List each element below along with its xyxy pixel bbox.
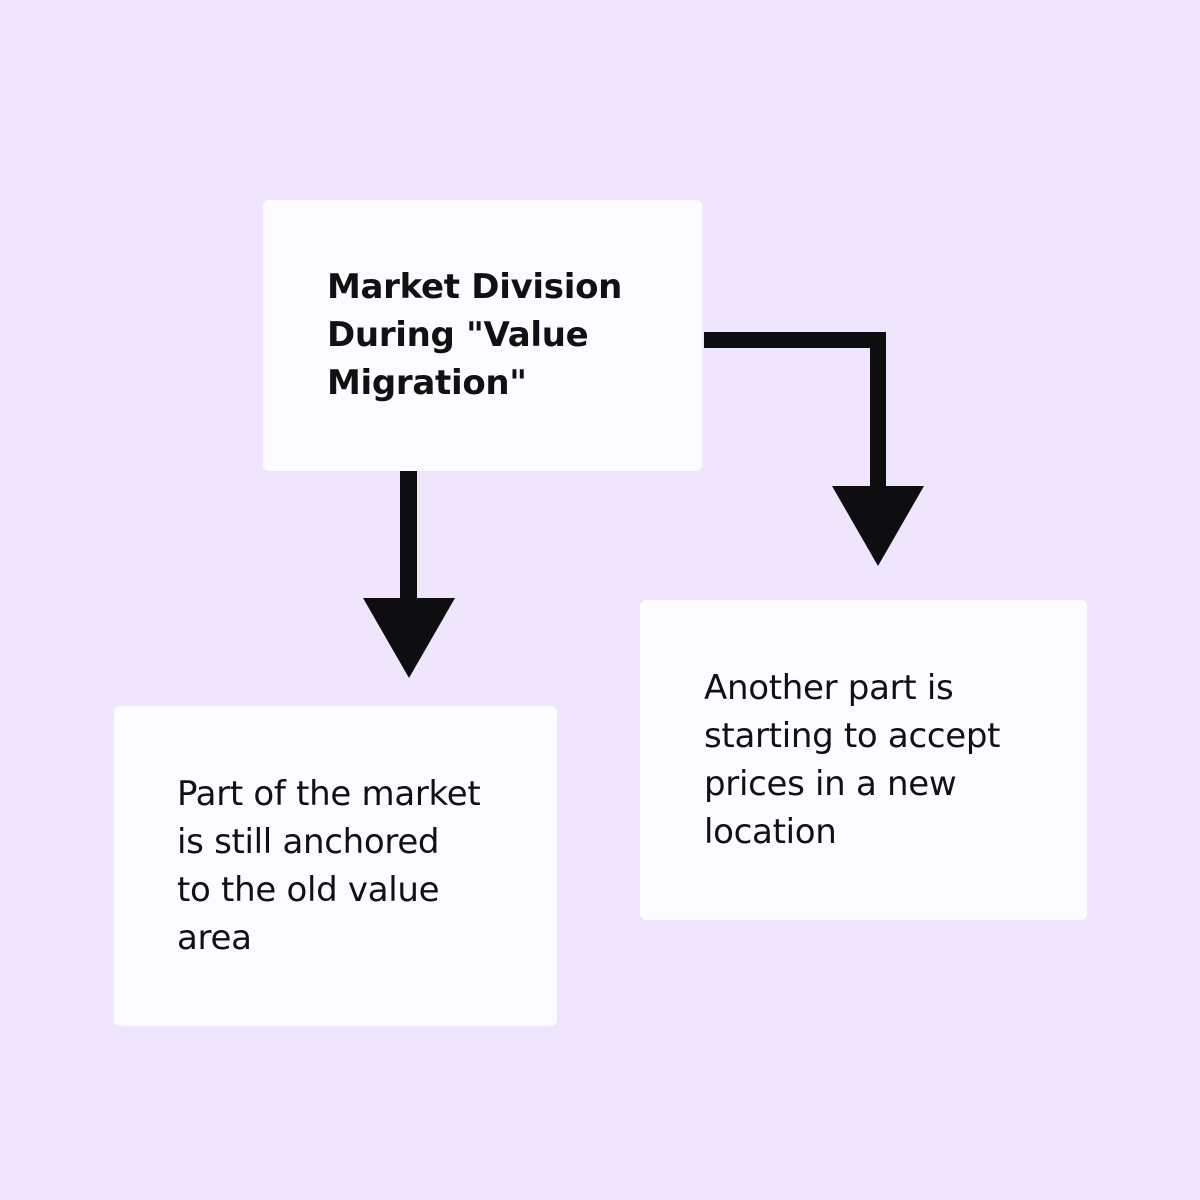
text-line: to the old value	[177, 870, 440, 910]
text-line: Market Division	[327, 267, 623, 307]
text-line: Migration"	[327, 363, 527, 403]
node-market-division-text: Market Division During "Value Migration"	[327, 263, 667, 407]
node-new-location-text: Another part is starting to accept price…	[704, 664, 1034, 856]
text-line: prices in a new	[704, 764, 957, 804]
text-line: starting to accept	[704, 716, 1001, 756]
arrow-top-to-right-head	[832, 486, 924, 566]
arrow-top-to-right	[704, 332, 924, 566]
text-line: area	[177, 918, 252, 958]
text-line: location	[704, 812, 837, 852]
arrow-top-to-left-shaft	[400, 471, 417, 603]
node-old-value-area-text: Part of the market is still anchored to …	[177, 770, 507, 962]
arrow-top-to-left-head	[363, 598, 455, 678]
node-old-value-area: Part of the market is still anchored to …	[114, 706, 557, 1026]
text-line: Part of the market	[177, 774, 481, 814]
node-market-division: Market Division During "Value Migration"	[263, 200, 702, 471]
arrow-top-to-left	[363, 471, 455, 678]
arrow-top-to-right-vertical	[870, 332, 886, 492]
text-line: is still anchored	[177, 822, 440, 862]
arrow-top-to-right-horizontal	[704, 332, 886, 348]
text-line: Another part is	[704, 668, 954, 708]
node-new-location: Another part is starting to accept price…	[640, 600, 1087, 920]
text-line: During "Value	[327, 315, 589, 355]
